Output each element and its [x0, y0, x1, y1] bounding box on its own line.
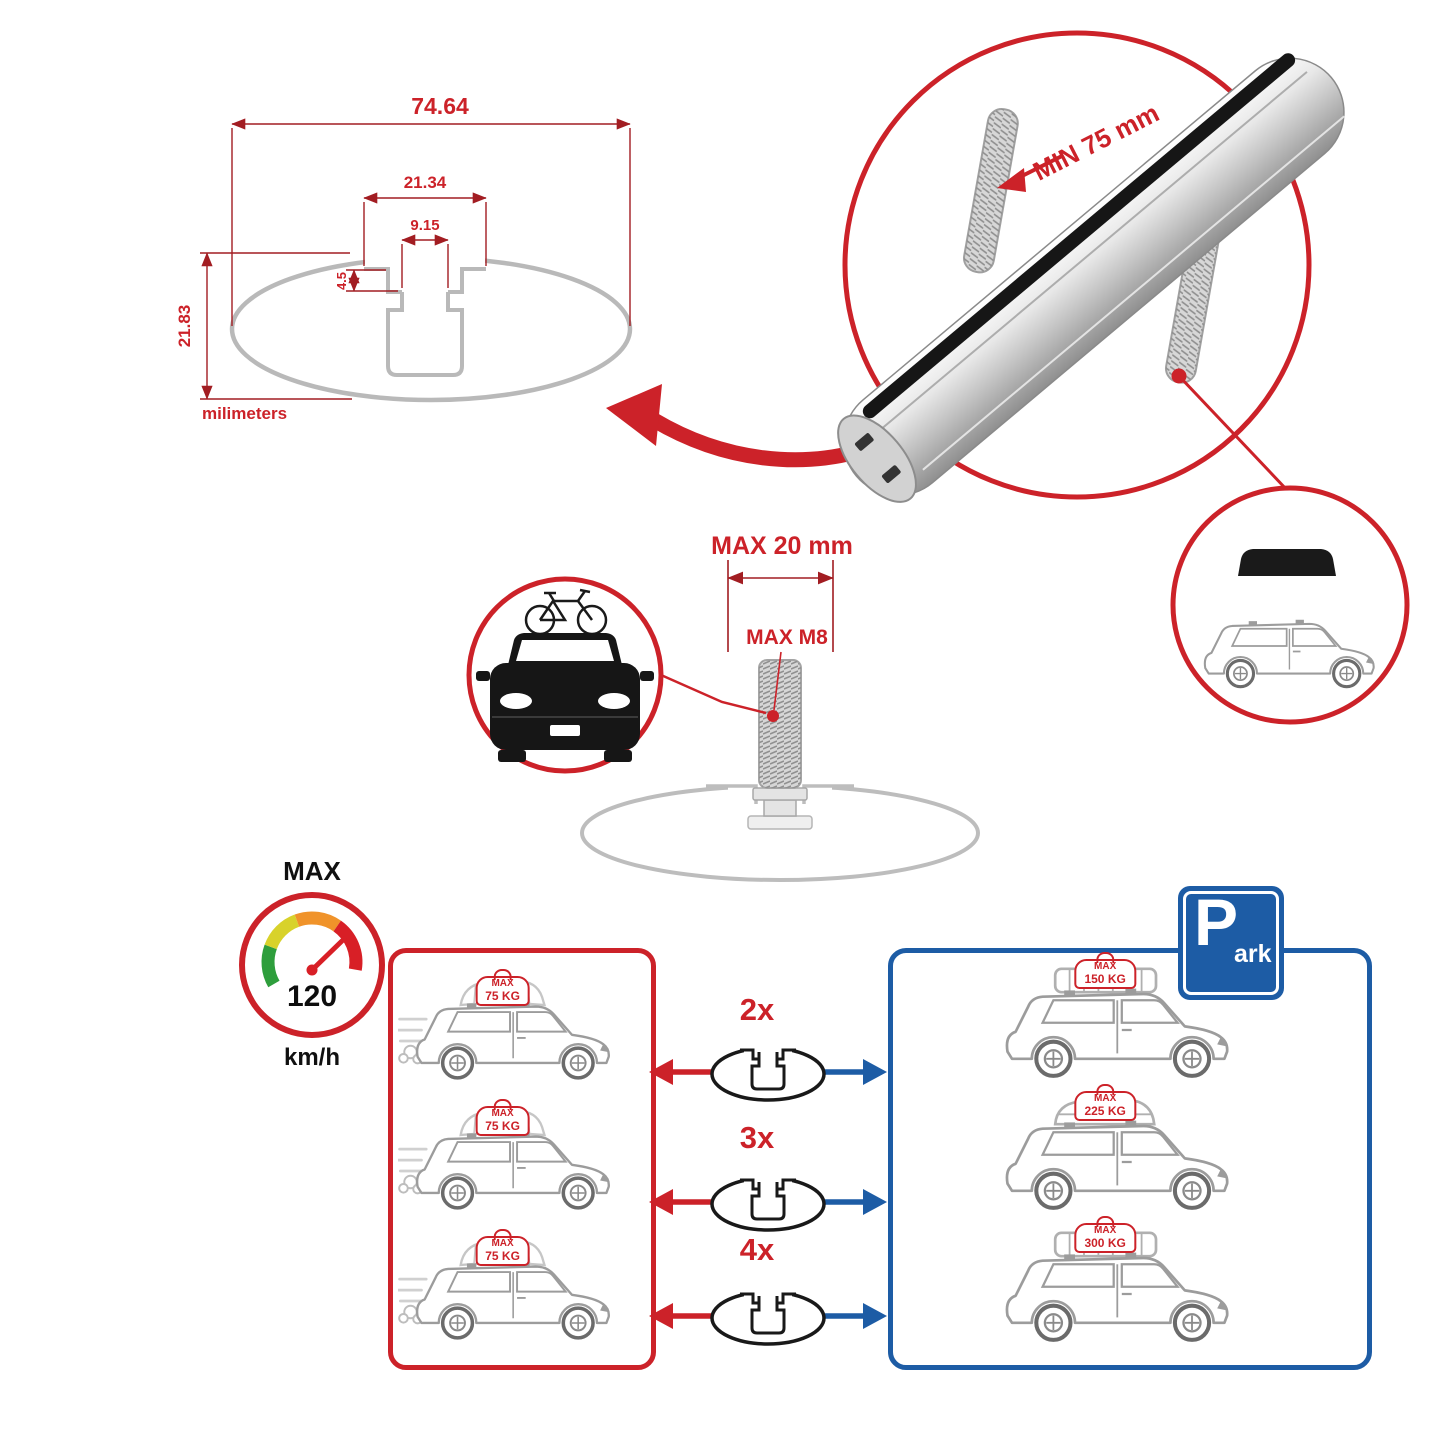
dim-slot-opening-label: 9.15	[410, 217, 439, 234]
crossbar-count-row-3	[646, 1280, 890, 1352]
multiplier-2x: 2x	[739, 992, 775, 1027]
suv-roofbox-circle	[1170, 485, 1410, 725]
speed-unit-label: km/h	[283, 1044, 340, 1071]
max-width-label: MAX 20 mm	[711, 532, 853, 560]
car-front-bike-circle	[466, 576, 664, 774]
dim-width-label: 74.64	[411, 93, 469, 119]
load-max: MAX	[1094, 1225, 1117, 1237]
load-tag: MAX 75 KG	[475, 969, 530, 1007]
crossbar-count-row-1	[646, 1036, 890, 1108]
crossbar-profile-shape	[229, 248, 633, 403]
load-kg: 225 KG	[1084, 1103, 1126, 1118]
bolt-dimension-lines	[727, 560, 834, 652]
load-max: MAX	[491, 1108, 514, 1120]
load-kg: 75 KG	[485, 988, 520, 1003]
pointer-arrow-to-drawing	[606, 384, 864, 468]
load-kg: 75 KG	[485, 1118, 520, 1133]
speed-max-label: MAX	[283, 856, 341, 886]
leader-to-car-circle	[660, 673, 767, 715]
park-sign-inner: P ark	[1183, 885, 1279, 995]
gauge-arc	[261, 911, 363, 988]
min-clamp-arrow	[997, 168, 1026, 192]
load-max: MAX	[491, 1238, 514, 1250]
load-tag: MAX 75 KG	[475, 1229, 530, 1267]
dim-lip-depth-label: 4.5	[334, 272, 349, 290]
parked-car-1: MAX 150 KG	[985, 952, 1255, 1093]
driving-car-1: MAX 75 KG	[398, 969, 633, 1093]
load-tag: MAX 75 KG	[475, 1099, 530, 1137]
load-kg: 150 KG	[1084, 971, 1126, 986]
dimension-lines	[200, 118, 631, 400]
park-sign: P ark	[1178, 885, 1284, 1000]
detail-circle-outline	[842, 30, 1312, 500]
aluminum-bar	[837, 53, 1345, 503]
car-front-silhouette	[476, 633, 654, 762]
driving-car-3: MAX 75 KG	[398, 1229, 633, 1353]
load-max: MAX	[491, 978, 514, 990]
speedometer-badge: 120	[239, 892, 385, 1038]
load-kg: 300 KG	[1084, 1235, 1126, 1250]
bolt-dot	[767, 710, 779, 722]
crossbar-count-row-2	[646, 1166, 890, 1238]
crossbar-render: MIN 75 mm	[837, 30, 1345, 503]
units-label: milimeters	[202, 404, 287, 423]
dim-height-label: 21.83	[175, 305, 194, 348]
parked-car-2: MAX 225 KG	[985, 1084, 1255, 1225]
load-max: MAX	[1094, 961, 1117, 973]
roof-box	[1238, 549, 1336, 576]
dim-slot-outer-label: 21.34	[404, 173, 447, 192]
speed-value: 120	[287, 980, 337, 1013]
multiplier-4x: 4x	[739, 1232, 775, 1267]
load-tag: MAX 150 KG	[1074, 952, 1136, 990]
park-suffix: ark	[1234, 940, 1272, 968]
max-thread-label: MAX M8	[746, 626, 828, 649]
gauge-needle	[309, 936, 347, 973]
load-max: MAX	[1094, 1093, 1117, 1105]
bolt-detail: MAX 20 mm MAX M8	[580, 532, 980, 882]
driving-car-2: MAX 75 KG	[398, 1099, 633, 1223]
parked-car-3: MAX 300 KG	[985, 1216, 1255, 1357]
load-tag: MAX 300 KG	[1074, 1216, 1136, 1254]
load-kg: 75 KG	[485, 1248, 520, 1263]
park-letter: P	[1194, 885, 1239, 959]
threaded-rod-left	[963, 108, 1019, 274]
load-tag: MAX 225 KG	[1074, 1084, 1136, 1122]
crossbar-cross-section-drawing: 74.64 21.34 9.15 4.5 21.83 milimeters	[175, 93, 633, 423]
multiplier-3x: 3x	[739, 1120, 775, 1155]
